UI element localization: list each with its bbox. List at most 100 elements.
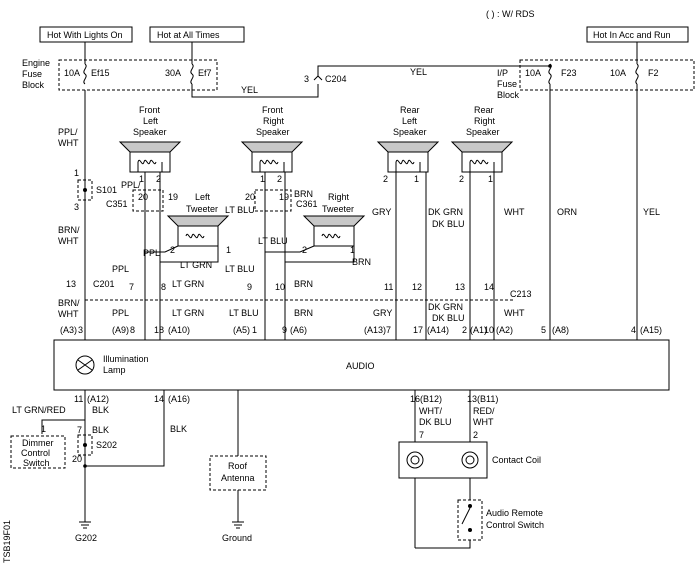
svg-text:Control Switch: Control Switch: [486, 520, 544, 530]
dimmer-control-switch: Dimmer Control Switch: [10, 435, 66, 469]
svg-text:2: 2: [459, 174, 464, 184]
svg-text:1: 1: [139, 174, 144, 184]
hot-lights-on-box: Hot With Lights On: [39, 26, 133, 43]
s101-splice: [77, 179, 93, 201]
svg-text:Hot at All Times: Hot at All Times: [157, 30, 220, 40]
svg-text:14: 14: [484, 282, 494, 292]
svg-text:8: 8: [130, 325, 135, 335]
audio-unit: [53, 339, 670, 391]
fuse-ef15-label: Ef15: [91, 68, 110, 78]
svg-text:RED/: RED/: [473, 406, 495, 416]
svg-text:Left: Left: [402, 116, 418, 126]
c201-label: C201: [93, 279, 115, 289]
svg-text:7: 7: [386, 325, 391, 335]
svg-text:Right: Right: [328, 192, 350, 202]
svg-text:19: 19: [168, 192, 178, 202]
svg-text:LT GRN: LT GRN: [180, 260, 212, 270]
illumination-lamp-label: Illumination: [103, 354, 149, 364]
svg-text:1: 1: [414, 174, 419, 184]
svg-text:(A5): (A5): [233, 325, 250, 335]
svg-text:(A14): (A14): [427, 325, 449, 335]
c361-label: C361: [296, 199, 318, 209]
ground-icon: [232, 521, 244, 529]
svg-text:8: 8: [161, 282, 166, 292]
svg-text:(A9): (A9): [112, 325, 129, 335]
svg-text:(A13): (A13): [364, 325, 386, 335]
illumination-lamp-icon: [75, 355, 95, 375]
svg-text:BRN: BRN: [352, 257, 371, 267]
svg-text:Control: Control: [21, 448, 50, 458]
svg-text:ORN: ORN: [557, 207, 577, 217]
svg-text:PPL: PPL: [112, 264, 129, 274]
svg-text:9: 9: [282, 325, 287, 335]
c204-label: C204: [325, 74, 347, 84]
wire-brn-wht-1: BRN/: [58, 225, 80, 235]
svg-text:Fuse: Fuse: [22, 69, 42, 79]
c204-connector-icon: [313, 75, 323, 81]
svg-text:PPL: PPL: [143, 248, 160, 258]
svg-text:Hot With Lights On: Hot With Lights On: [47, 30, 123, 40]
svg-text:2: 2: [473, 430, 478, 440]
svg-text:Front: Front: [139, 105, 161, 115]
ground-g202-icon: [79, 521, 91, 529]
svg-text:Switch: Switch: [23, 458, 50, 468]
fuse-ef15-amp: 10A: [64, 68, 80, 78]
svg-text:Rear: Rear: [400, 105, 420, 115]
roof-antenna: Roof Antenna: [209, 455, 267, 491]
svg-text:Right: Right: [474, 116, 496, 126]
fuse-f2-icon: [635, 63, 639, 85]
svg-text:LT GRN: LT GRN: [172, 279, 204, 289]
svg-text:9: 9: [247, 282, 252, 292]
svg-text:BRN: BRN: [294, 308, 313, 318]
front-left-speaker: Front Left Speaker: [118, 105, 182, 173]
svg-text:Tweeter: Tweeter: [186, 204, 218, 214]
svg-text:GRY: GRY: [373, 308, 392, 318]
svg-text:17: 17: [413, 325, 423, 335]
c201-pin: 13: [66, 279, 76, 289]
front-right-speaker: Front Right Speaker: [240, 105, 304, 173]
fuse-f2-amp: 10A: [610, 68, 626, 78]
svg-text:20: 20: [138, 192, 148, 202]
hot-acc-run-box: Hot In Acc and Run: [586, 26, 689, 43]
svg-text:Front: Front: [262, 105, 284, 115]
svg-text:DK BLU: DK BLU: [432, 313, 465, 323]
audio-remote-control-switch: [457, 499, 483, 541]
svg-text:10: 10: [275, 282, 285, 292]
svg-text:(A1): (A1): [470, 325, 487, 335]
svg-text:7: 7: [129, 282, 134, 292]
svg-text:1: 1: [41, 424, 46, 434]
svg-text:DK GRN: DK GRN: [428, 207, 463, 217]
svg-text:Speaker: Speaker: [466, 127, 500, 137]
svg-text:Speaker: Speaker: [133, 127, 167, 137]
svg-text:11: 11: [384, 282, 393, 292]
svg-text:WHT: WHT: [58, 309, 79, 319]
svg-text:12: 12: [412, 282, 422, 292]
fuse-ef7-icon: [190, 63, 194, 85]
svg-text:1: 1: [260, 174, 265, 184]
svg-text:Fuse: Fuse: [497, 79, 517, 89]
rds-note: ( ) : W/ RDS: [486, 9, 535, 19]
g202-label: G202: [75, 533, 97, 543]
engine-fuse-block-label: Engine: [22, 58, 50, 68]
svg-text:7: 7: [77, 425, 82, 435]
c351-label: C351: [106, 199, 128, 209]
svg-text:WHT: WHT: [58, 236, 79, 246]
svg-text:WHT: WHT: [58, 138, 79, 148]
svg-text:2: 2: [383, 174, 388, 184]
svg-text:1: 1: [350, 245, 355, 255]
svg-text:3: 3: [74, 202, 79, 212]
svg-text:13: 13: [455, 282, 465, 292]
fuse-f23-amp: 10A: [525, 68, 541, 78]
svg-text:PPL/: PPL/: [121, 180, 141, 190]
svg-text:WHT: WHT: [473, 417, 494, 427]
svg-text:Left: Left: [143, 116, 159, 126]
svg-text:LT BLU: LT BLU: [229, 308, 259, 318]
svg-text:DK BLU: DK BLU: [419, 417, 452, 427]
svg-text:WHT: WHT: [504, 207, 525, 217]
svg-text:1: 1: [488, 174, 493, 184]
ip-fuse-block-label: I/P: [497, 68, 508, 78]
right-tweeter: Right Tweeter: [302, 192, 366, 247]
svg-text:Hot In Acc and Run: Hot In Acc and Run: [593, 30, 671, 40]
fuse-f2-label: F2: [648, 68, 659, 78]
